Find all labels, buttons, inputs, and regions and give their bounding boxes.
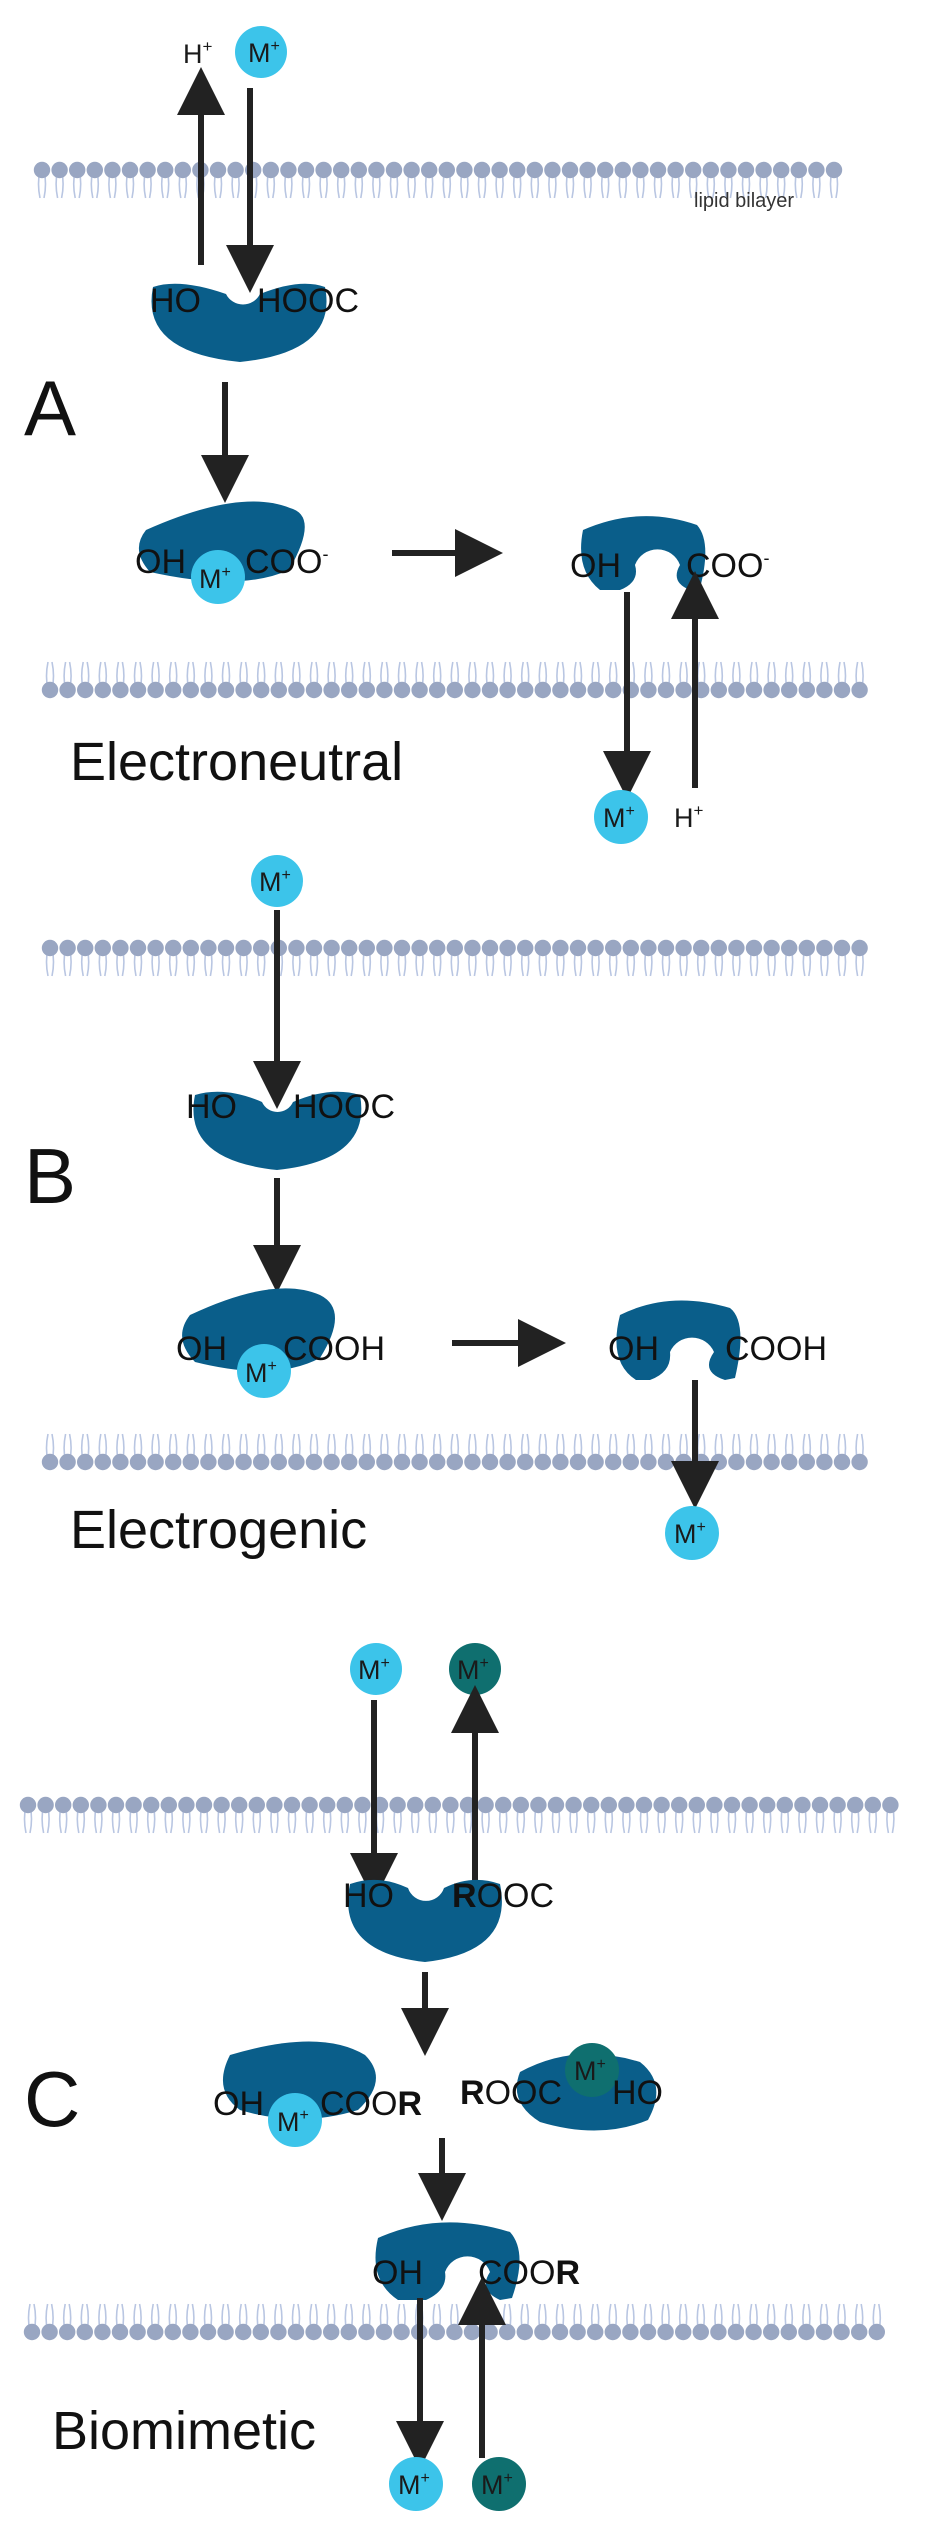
- panel-letter-b: B: [24, 1132, 76, 1220]
- group-rooc-c: ROOC: [452, 1877, 554, 1915]
- group-coo-a-release: COO-: [686, 547, 769, 585]
- carrier-b-release: [616, 1300, 741, 1380]
- group-oh-c-bound-left: OH: [213, 2085, 264, 2123]
- metal-ion-label-a-top: M+: [248, 38, 280, 68]
- metal-ion-b-top: [251, 855, 303, 907]
- group-ho-a: HO: [150, 282, 201, 320]
- carrier-c-bound-left: [222, 2041, 376, 2119]
- metal-ion-label-b-bound: M+: [245, 1358, 277, 1388]
- metal-ion-label-c-top-dark: M+: [457, 1655, 489, 1685]
- caption-biomimetic: Biomimetic: [52, 2401, 316, 2461]
- panel-letter-c: C: [24, 2055, 80, 2143]
- carrier-c-release: [375, 2222, 520, 2300]
- group-ho-c-bound-right: HO: [612, 2074, 663, 2112]
- proton-label-a-bottom: H+: [674, 801, 704, 833]
- metal-ion-a-top: [235, 26, 287, 78]
- metal-ion-c-bottom-light: [389, 2457, 443, 2511]
- group-oh-b-release: OH: [608, 1330, 659, 1368]
- metal-ion-a-bound: [191, 550, 245, 604]
- metal-ion-b-bound: [237, 1344, 291, 1398]
- metal-ion-c-bottom-dark: [472, 2457, 526, 2511]
- metal-ion-label-b-top: M+: [259, 867, 291, 897]
- group-hooc-a: HOOC: [257, 282, 359, 320]
- group-coor-c-release: COOR: [478, 2254, 580, 2292]
- metal-ion-label-a-bottom: M+: [603, 803, 635, 833]
- metal-ion-label-b-bottom: M+: [674, 1519, 706, 1549]
- metal-ion-label-a-bound: M+: [199, 564, 231, 594]
- metal-ion-label-c-bound-right: M+: [574, 2056, 606, 2086]
- group-oh-b-bound: OH: [176, 1330, 227, 1368]
- carrier-b-bound: [182, 1288, 335, 1372]
- proton-label-a-top: H+: [183, 37, 213, 69]
- membranes-group: [19, 161, 899, 2341]
- metal-ion-b-bottom: [665, 1506, 719, 1560]
- metal-ion-c-bound-left: [268, 2093, 322, 2147]
- caption-electroneutral: Electroneutral: [70, 732, 403, 792]
- group-cooh-b-release: COOH: [725, 1330, 827, 1368]
- carrier-b-open: [193, 1091, 362, 1170]
- carrier-c-open: [348, 1879, 502, 1962]
- group-hooc-b: HOOC: [293, 1088, 395, 1126]
- membrane-label-a: lipid bilayer: [694, 190, 794, 212]
- metal-ion-c-top-light: [350, 1643, 402, 1695]
- group-oh-a-release: OH: [570, 547, 621, 585]
- carrier-a-open: [151, 283, 327, 362]
- lipid-leaflet: [41, 1433, 868, 1471]
- lipid-leaflet: [23, 2303, 885, 2341]
- group-oh-c-release: OH: [372, 2254, 423, 2292]
- metal-ion-a-bottom: [594, 790, 648, 844]
- panel-letter-a: A: [24, 364, 76, 452]
- group-coor-c-bound-left: COOR: [320, 2085, 422, 2123]
- panel-b: M+ HO HOOC B M+ OH COOH OH COOH M+ Elect…: [24, 855, 827, 1560]
- panel-a: H+ M+ lipid bilayer HO HOOC A M+ OH COO-…: [24, 26, 794, 844]
- metal-ion-label-c-top-light: M+: [358, 1655, 390, 1685]
- metal-ion-c-top-dark: [449, 1643, 501, 1695]
- caption-electrogenic: Electrogenic: [70, 1500, 367, 1560]
- group-ho-b: HO: [186, 1088, 237, 1126]
- group-cooh-b-bound: COOH: [283, 1330, 385, 1368]
- metal-ion-label-c-bottom-dark: M+: [481, 2470, 513, 2500]
- lipid-leaflet: [41, 939, 868, 977]
- carrier-a-bound: [138, 501, 305, 582]
- metal-ion-label-c-bottom-light: M+: [398, 2470, 430, 2500]
- carrier-a-release: [581, 516, 706, 590]
- group-coo-a-bound: COO-: [245, 543, 328, 581]
- lipid-leaflet: [33, 161, 843, 199]
- metal-ion-label-c-bound-left: M+: [277, 2107, 309, 2137]
- group-rooc-c-bound-right: ROOC: [460, 2074, 562, 2112]
- metal-ion-c-bound-right: [565, 2043, 619, 2097]
- group-ho-c: HO: [343, 1877, 394, 1915]
- group-oh-a-bound: OH: [135, 543, 186, 581]
- panel-c: M+ M+ HO ROOC C M+ OH COOR M+ ROOC HO OH…: [24, 1643, 663, 2511]
- lipid-leaflet: [41, 661, 868, 699]
- lipid-leaflet: [19, 1796, 899, 1834]
